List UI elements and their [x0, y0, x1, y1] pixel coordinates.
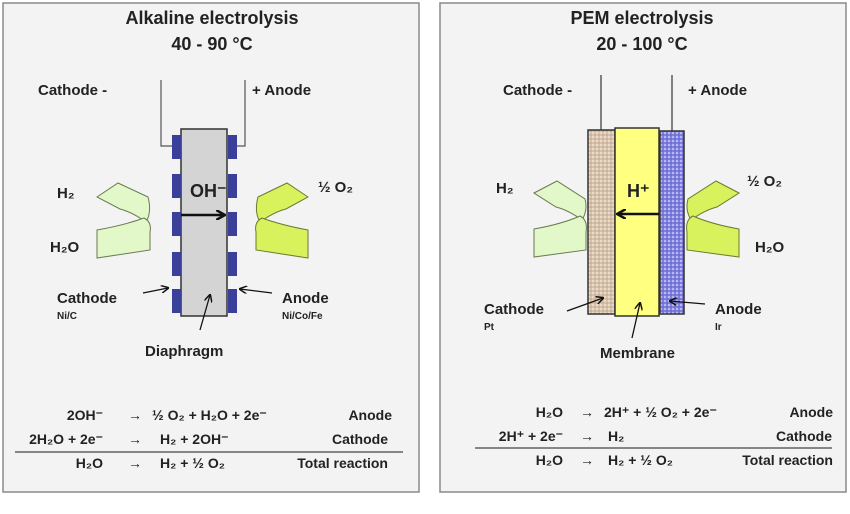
cathode-wire [160, 80, 172, 147]
equation-cathode: 2H₂O + 2e⁻ → H₂ + 2OH⁻ Cathode [29, 431, 388, 447]
equation-term: Total reaction [297, 455, 388, 471]
h2-scroll-icon [96, 182, 151, 259]
cathode-layer [587, 129, 616, 315]
equation-term: 2H₂O + 2e⁻ [29, 431, 103, 447]
o2-label: ½ O₂ [747, 173, 782, 190]
h2-label: H₂ [496, 180, 514, 197]
h2o-label: H₂O [50, 239, 79, 256]
equation-term: H₂ [608, 428, 624, 444]
h2-scroll-icon [533, 180, 587, 258]
o2-label: ½ O₂ [318, 179, 353, 196]
anode-label: Anode [715, 301, 762, 318]
equation-term: → [128, 431, 142, 447]
anode-wire [237, 80, 246, 147]
equation-cathode: 2H⁺ + 2e⁻ → H₂ Cathode [499, 428, 832, 444]
equation-term: 2H⁺ + 2e⁻ [499, 428, 563, 444]
cathode-pointer-arrow [566, 298, 603, 312]
equation-term: H₂ + ½ O₂ [608, 452, 673, 468]
equation-term: 2H⁺ + ½ O₂ + 2e⁻ [604, 404, 717, 420]
diaphragm-pointer-arrow [199, 295, 210, 331]
diaphragm [180, 128, 228, 317]
anode-pointer-arrow [670, 301, 706, 304]
equation-anode: H₂O → 2H⁺ + ½ O₂ + 2e⁻ Anode [536, 404, 833, 420]
membrane [614, 127, 660, 317]
anode-material: Ni/Co/Fe [282, 311, 323, 322]
reaction-equations: 2OH⁻→½ O₂ + H₂O + 2e⁻Anode 2H₂O + 2e⁻→H₂… [15, 407, 403, 471]
equation-term: → [580, 428, 594, 444]
o2-scroll-icon [255, 182, 309, 259]
equation-total: H₂O → H₂ + ½ O₂ Total reaction [76, 455, 388, 471]
cathode-material: Ni/C [57, 311, 77, 322]
equation-anode: 2OH⁻ → ½ O₂ + H₂O + 2e⁻ Anode [67, 407, 392, 423]
alkaline-panel: Alkaline electrolysis 40 - 90 °C Cathode… [2, 2, 420, 493]
equation-total: H₂O → H₂ + ½ O₂ Total reaction [536, 452, 833, 468]
temperature-range: 40 - 90 °C [171, 34, 252, 54]
equation-term: H₂ + 2OH⁻ [160, 431, 228, 447]
equation-term: → [128, 455, 142, 471]
anode-electrodes [228, 135, 237, 313]
cathode-pointer-arrow [142, 288, 168, 294]
equation-term: → [128, 407, 142, 423]
anode-terminal-label: + Anode [688, 82, 747, 99]
h2o-label: H₂O [755, 239, 784, 256]
equation-term: → [580, 452, 594, 468]
equation-term: H₂O [76, 455, 103, 471]
equation-term: Anode [348, 407, 392, 423]
panel-title: Alkaline electrolysis [125, 8, 298, 28]
cathode-material: Pt [484, 322, 495, 333]
equation-term: Anode [789, 404, 833, 420]
panel-title: PEM electrolysis [570, 8, 713, 28]
cathode-label: Cathode [57, 290, 117, 307]
membrane-pointer-arrow [631, 303, 640, 339]
equation-term: Total reaction [742, 452, 833, 468]
membrane-label: Membrane [600, 345, 675, 362]
cathode-electrodes [172, 135, 181, 313]
anode-terminal-label: + Anode [252, 82, 311, 99]
h2-label: H₂ [57, 185, 75, 202]
cathode-terminal-label: Cathode - [503, 82, 572, 99]
cathode-label: Cathode [484, 301, 544, 318]
equation-term: Cathode [332, 431, 388, 447]
equation-term: H₂O [536, 404, 563, 420]
pem-panel: PEM electrolysis 20 - 100 °C Cathode - +… [439, 2, 847, 493]
anode-layer [659, 130, 685, 315]
anode-material: Ir [715, 322, 722, 333]
diaphragm-label: Diaphragm [145, 343, 223, 360]
equation-term: Cathode [776, 428, 832, 444]
reaction-equations: H₂O → 2H⁺ + ½ O₂ + 2e⁻ Anode 2H⁺ + 2e⁻ → H₂ Ca… [475, 404, 833, 468]
equation-term: H₂O [536, 452, 563, 468]
o2-scroll-icon [686, 180, 740, 258]
cathode-terminal-label: Cathode - [38, 82, 107, 99]
anode-label: Anode [282, 290, 329, 307]
equation-term: H₂ + ½ O₂ [160, 455, 225, 471]
ion-label: OH⁻ [190, 181, 227, 201]
equation-term: → [580, 404, 594, 420]
equation-term: 2OH⁻ [67, 407, 103, 423]
equation-term: ½ O₂ + H₂O + 2e⁻ [152, 407, 267, 423]
ion-label: H⁺ [627, 181, 650, 201]
temperature-range: 20 - 100 °C [596, 34, 687, 54]
anode-pointer-arrow [240, 289, 273, 293]
